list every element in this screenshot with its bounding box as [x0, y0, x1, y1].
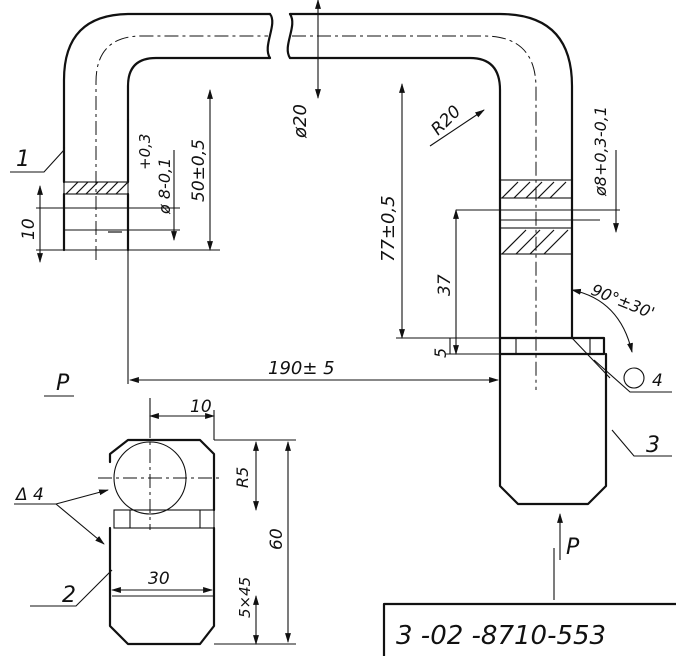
part-3-label: 3 [646, 433, 660, 458]
dim-chamfer: 5×45 [236, 577, 254, 618]
dim-plate-30: 30 [148, 569, 170, 589]
view-p-bottom: P [566, 535, 580, 560]
part-2-label: 2 [62, 583, 76, 608]
plate-part-3 [498, 336, 611, 506]
dim-angle: 90°±30' [589, 280, 658, 323]
dim-height-37: 37 [435, 274, 455, 296]
dim-plate-10: 10 [190, 397, 212, 417]
dim-height-77: 77±0,5 [378, 195, 399, 262]
weld-left-label: Δ 4 [14, 485, 44, 505]
dim-hole-left-tol: +0,3 [136, 134, 154, 170]
dim-left-10: 10 [19, 218, 39, 240]
left-leg-detail [62, 181, 180, 252]
dim-bend-radius: R20 [427, 102, 465, 140]
dim-height-50: 50±0,5 [189, 139, 209, 202]
view-p-left: P [56, 371, 70, 396]
dimension-labels: ø20 R20 +0,3 ø 8-0,1 50±0,5 77±0,5 37 ø8… [19, 102, 657, 618]
dim-tube-dia: ø20 [290, 104, 311, 139]
dim-hole-right: ø8+0,3-0,1 [591, 106, 610, 197]
part-1-label: 1 [16, 147, 30, 172]
dim-plate-60: 60 [267, 528, 287, 550]
dim-hole-left: ø 8-0,1 [155, 158, 174, 215]
part-labels: 1 2 3 Δ 4 4 P P 3 -02 -8710-553 [14, 147, 663, 651]
right-leg-detail [456, 179, 620, 255]
document-number: 3 -02 -8710-553 [396, 621, 606, 651]
dimension-lines [10, 0, 672, 645]
weld-right-label: 4 [652, 371, 663, 391]
title-block [382, 602, 676, 656]
dim-thickness-5: 5 [431, 348, 450, 358]
dim-width-190: 190± 5 [268, 358, 335, 379]
plate-part-2 [98, 424, 220, 646]
dim-plate-r5: R5 [233, 467, 252, 488]
weld-circle-icon [623, 367, 645, 389]
